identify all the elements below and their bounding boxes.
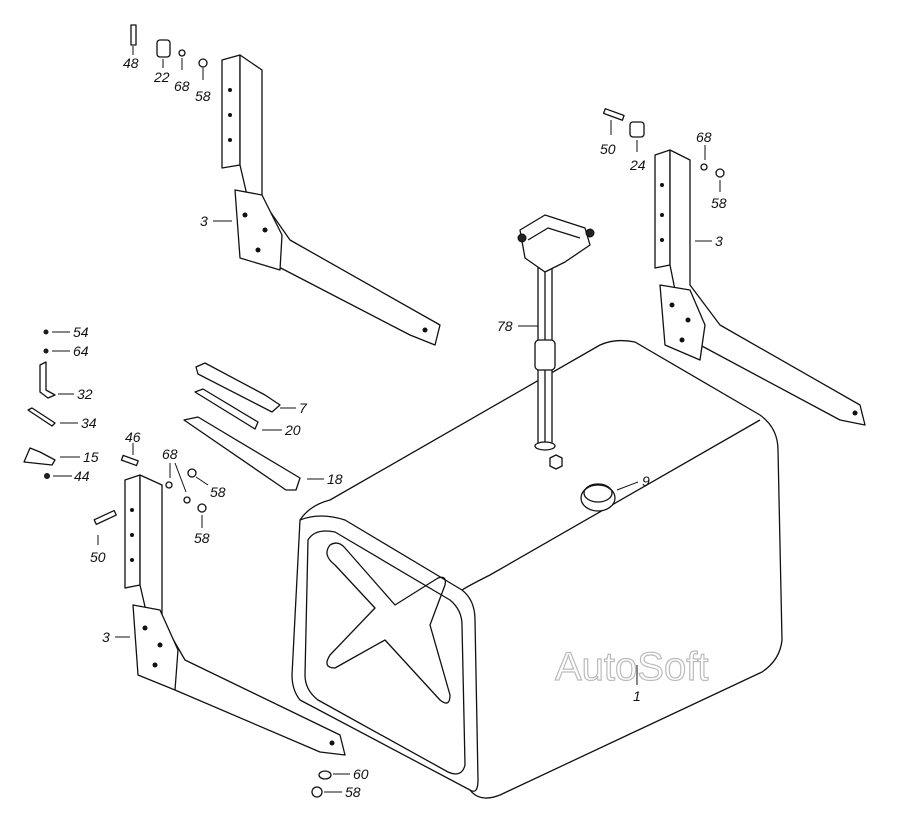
bracket-top-left xyxy=(221,54,441,346)
label-58: 58 xyxy=(195,88,211,104)
label-64: 64 xyxy=(73,343,89,359)
label-48: 48 xyxy=(123,55,139,71)
label-50: 50 xyxy=(600,141,616,157)
strap-cover xyxy=(183,416,301,491)
fuel-gauge-sender xyxy=(517,214,595,451)
drain-plug xyxy=(549,454,563,470)
small-hardware xyxy=(23,24,725,798)
label-44: 44 xyxy=(74,468,90,484)
filler-cap[interactable] xyxy=(580,483,616,512)
fuel-tank xyxy=(291,339,783,799)
label-15: 15 xyxy=(83,449,99,465)
label-3: 3 xyxy=(715,233,723,249)
label-58: 58 xyxy=(194,530,210,546)
part-labels: 48 22 68 58 3 50 24 68 58 3 78 54 64 32 … xyxy=(73,55,727,800)
label-60: 60 xyxy=(353,766,369,782)
bracket-lower-left xyxy=(124,474,346,756)
label-32: 32 xyxy=(77,386,93,402)
tank-star-recess xyxy=(326,542,451,704)
label-20: 20 xyxy=(284,422,301,438)
strap xyxy=(195,362,281,413)
label-58: 58 xyxy=(345,784,361,800)
leader-lines xyxy=(52,46,721,793)
bracket-right xyxy=(654,149,866,426)
label-1: 1 xyxy=(633,688,641,704)
label-3: 3 xyxy=(102,629,110,645)
strap-pad xyxy=(194,388,259,430)
label-68: 68 xyxy=(696,129,712,145)
label-68: 68 xyxy=(162,446,178,462)
label-3: 3 xyxy=(200,213,208,229)
label-22: 22 xyxy=(153,69,170,85)
watermark: AutoSoft xyxy=(555,645,708,689)
label-50: 50 xyxy=(90,549,106,565)
label-78: 78 xyxy=(497,318,513,334)
label-24: 24 xyxy=(629,157,646,173)
label-18: 18 xyxy=(327,471,343,487)
label-54: 54 xyxy=(73,324,89,340)
label-46: 46 xyxy=(125,429,141,445)
label-9: 9 xyxy=(642,473,650,489)
label-68: 68 xyxy=(174,78,190,94)
label-7: 7 xyxy=(299,400,308,416)
label-58: 58 xyxy=(711,195,727,211)
label-34: 34 xyxy=(81,415,97,431)
label-58: 58 xyxy=(210,484,226,500)
